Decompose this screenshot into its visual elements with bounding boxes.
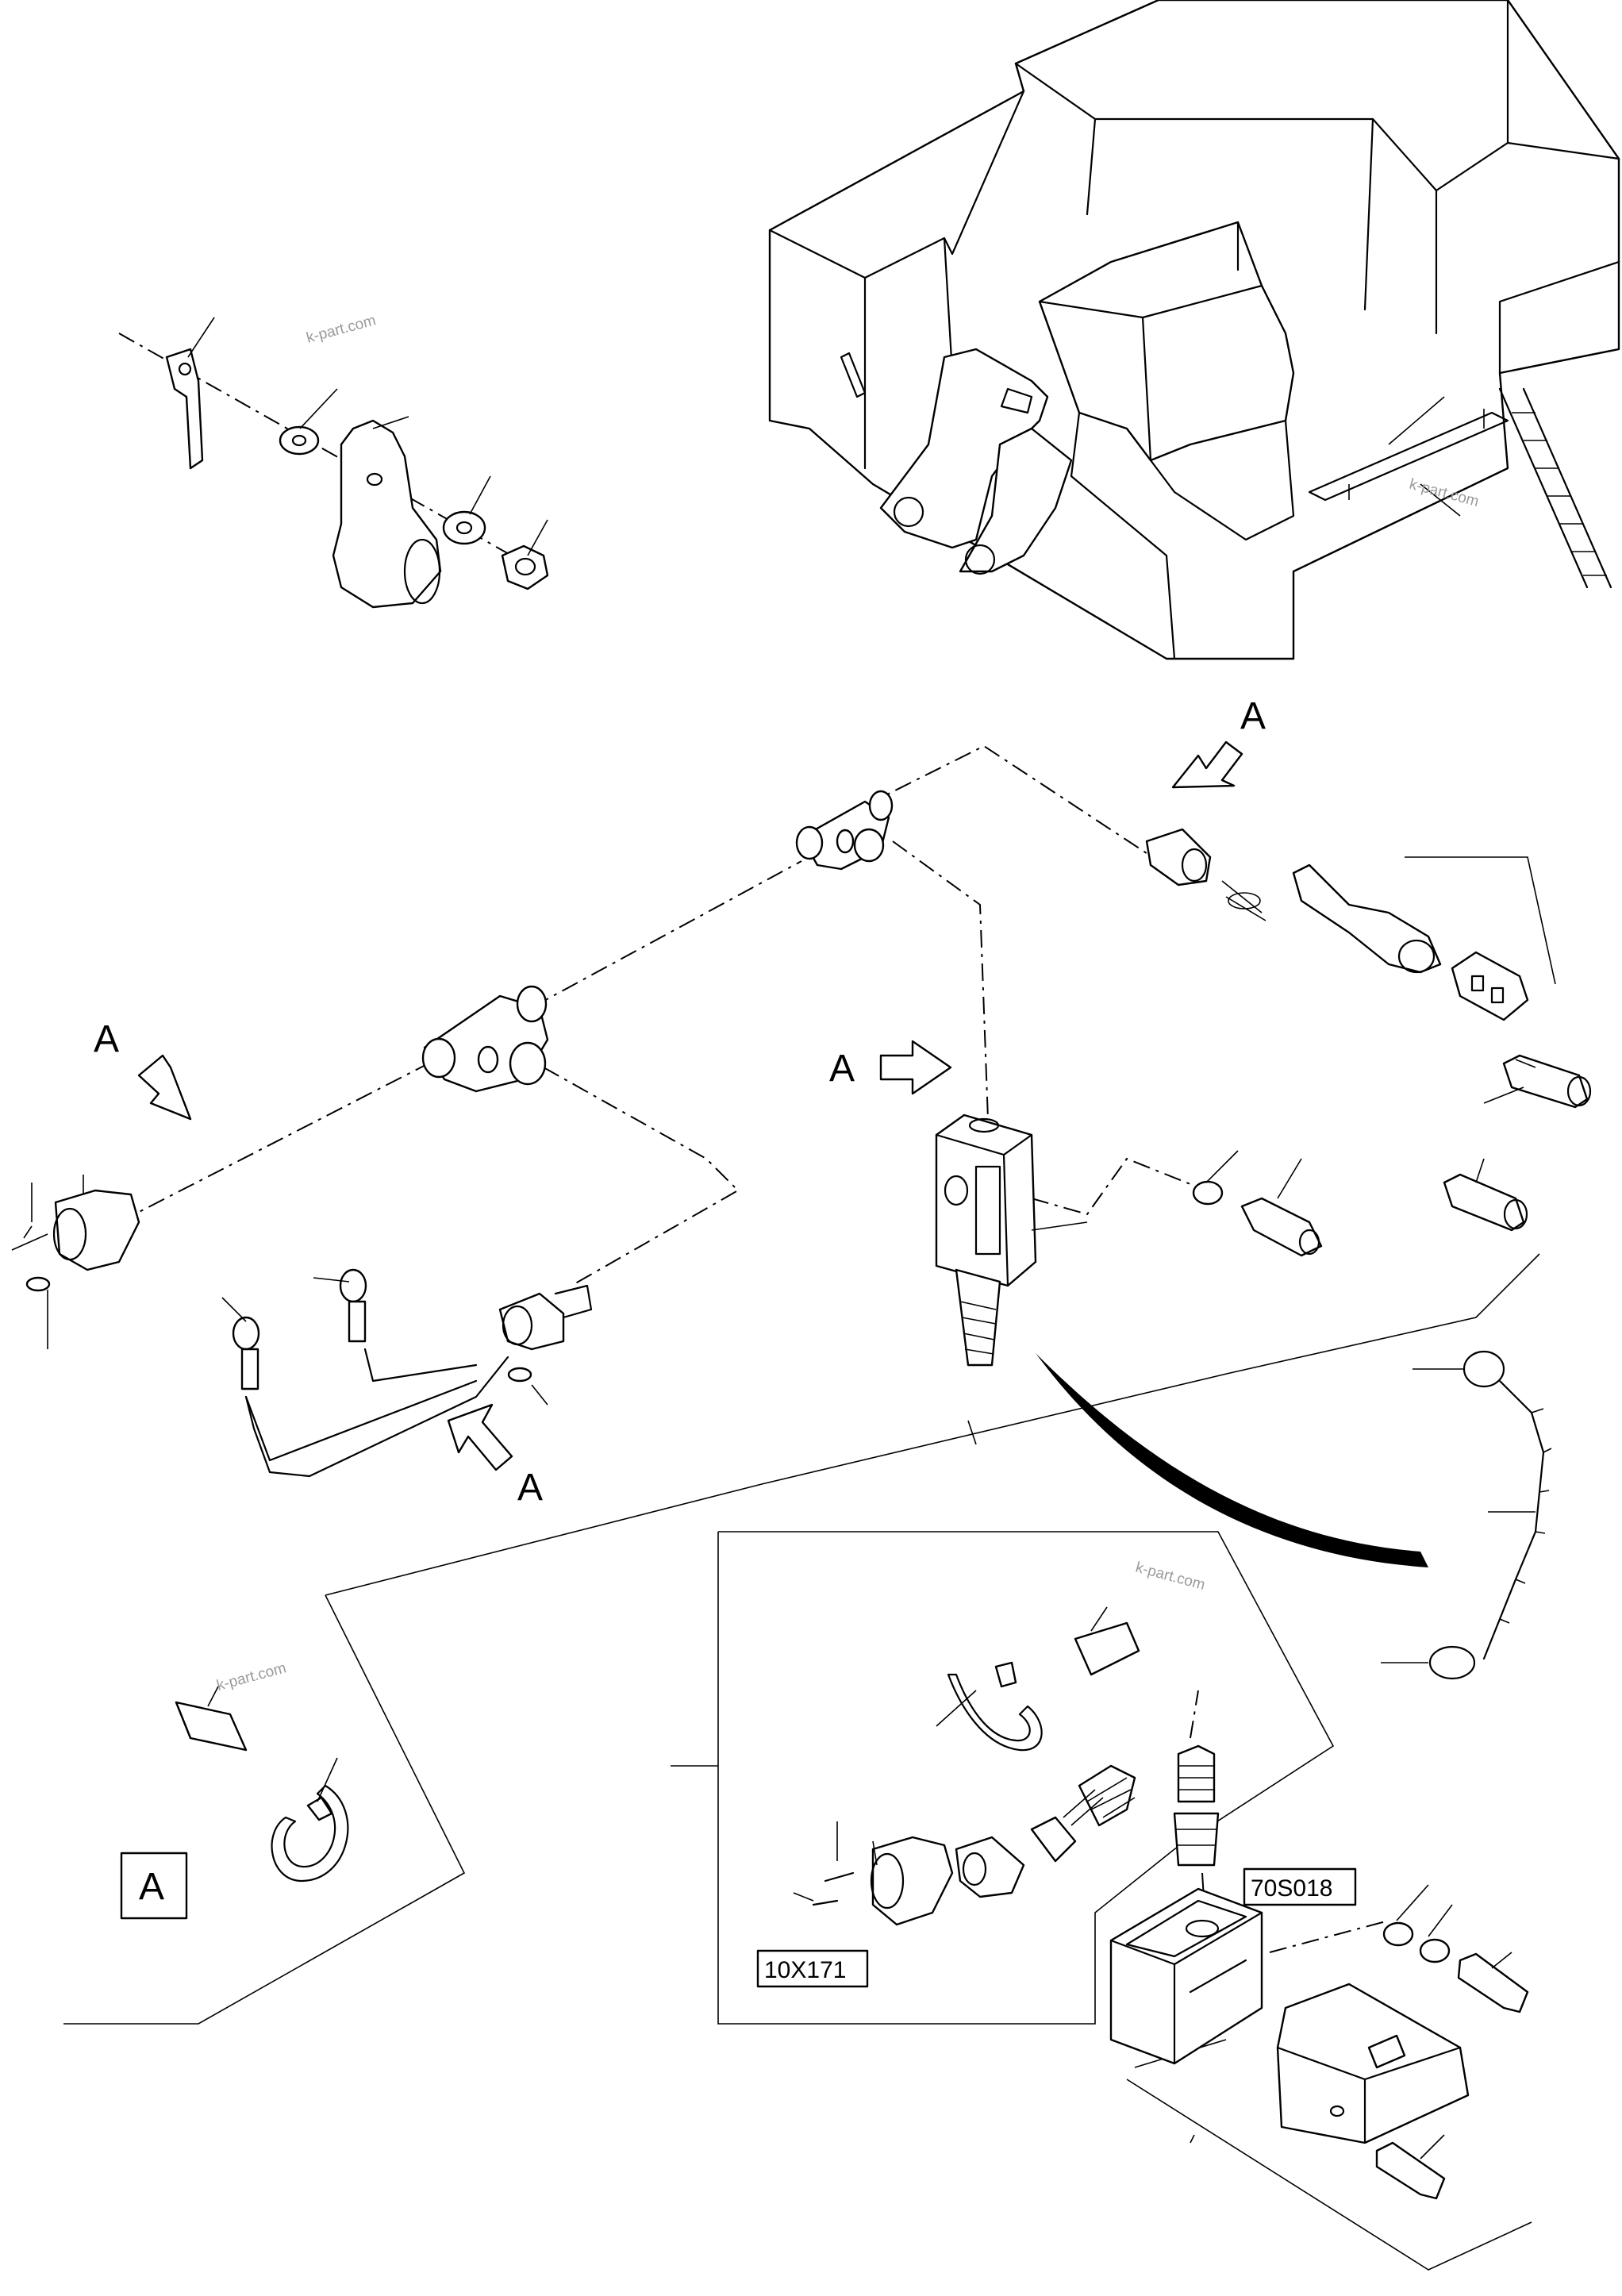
view-arrow-a-center: A [829,1040,952,1095]
part-ref-box-70s018: 70S018 [1243,1867,1357,1906]
harness-routing-lines [118,744,1207,1286]
tape-and-tie-center [936,1606,1140,1752]
cable-arrow [1036,1353,1428,1567]
boxed-a-label: A [139,1866,164,1908]
view-arrow-a-top-right: A [1171,695,1266,789]
t-connector-upper [795,790,894,871]
proximity-sensor-upper [1502,1054,1592,1109]
washer-and-bolt [1192,1150,1323,1257]
gland-fitting-center [1173,1690,1220,1937]
lanyard-chain [1381,1350,1552,1680]
view-arrow-a-left: A [94,1018,192,1121]
group-outline-left [63,1594,466,2025]
machine-body-illustration [768,0,1620,660]
part-ref-label: 70S018 [1251,1875,1332,1902]
lid-fasteners [1375,1884,1529,2200]
watermark: k-part.com [305,312,378,347]
part-ref-label: 10X171 [764,1957,846,1983]
enclosure-box [1109,1887,1389,2065]
view-a-label: A [1240,695,1266,737]
view-a-label: A [829,1048,855,1090]
enclosure-lid [1276,1983,1470,2144]
leader-bracket-top-right [1405,856,1556,985]
view-arrow-a-bottom-left: A [447,1403,543,1509]
boxed-view-a-marker: A [120,1852,188,1920]
watermark: k-part.com [215,1660,288,1694]
part-ref-box-10x171: 10X171 [756,1949,869,1988]
leader-lines-sensors [1475,1086,1524,1183]
wire-harness-lugs [221,1268,509,1478]
gland-nut-left [498,1284,593,1406]
connector-kit-center [793,1764,1136,1926]
watermark: k-part.com [1134,1560,1207,1594]
plug-connector [1451,951,1529,1021]
t-connector-lower [421,985,549,1093]
group-outline-upper [325,1253,1540,1596]
tape-and-tie-left [175,1686,349,1883]
switch-housing [935,1113,1088,1367]
group-outline-center [671,1531,1335,2025]
clamp-fastener-group [118,317,549,609]
view-a-label: A [517,1467,543,1509]
rubber-boot [1292,863,1442,974]
gland-nut-top [1145,828,1266,921]
proximity-sensor-lower [1443,1173,1528,1232]
view-a-label: A [94,1018,119,1060]
round-connector-left [11,1175,140,1349]
